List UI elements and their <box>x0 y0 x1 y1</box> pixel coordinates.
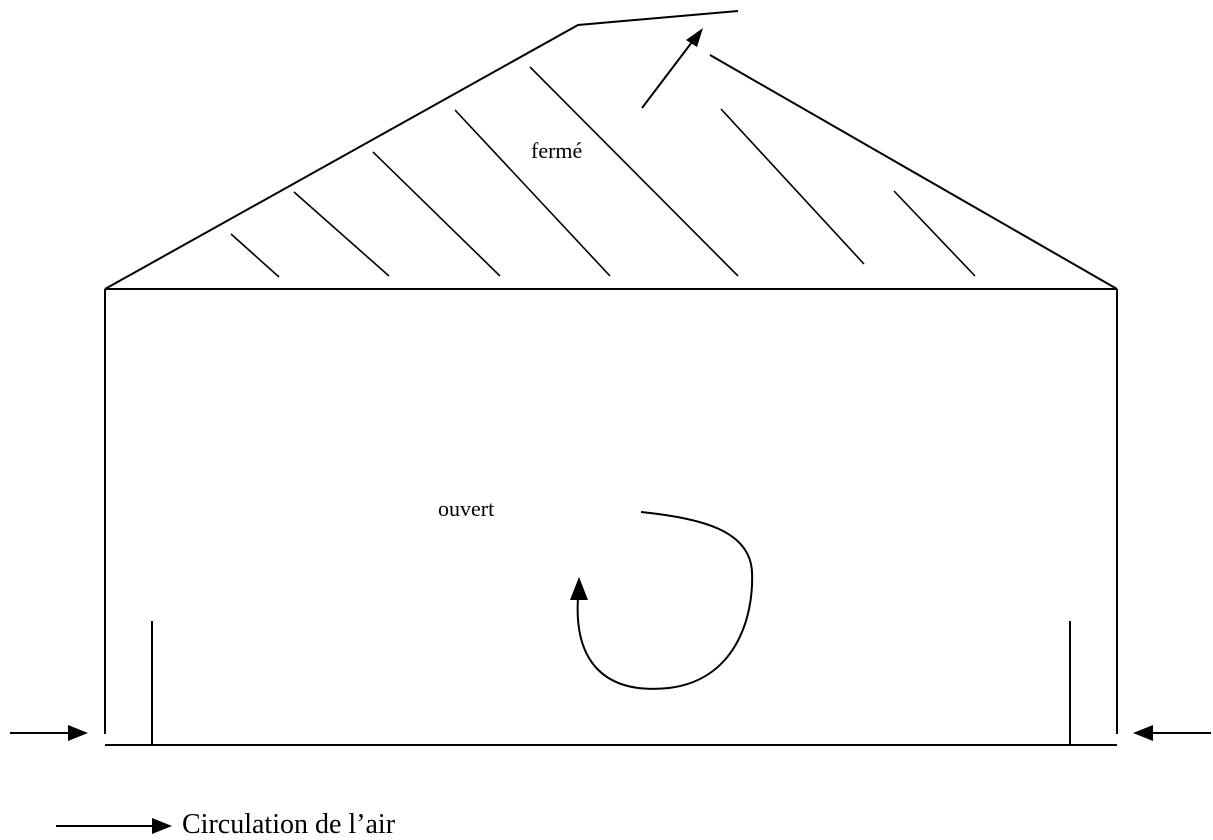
hatch-line <box>454 109 611 277</box>
hatch-line <box>230 233 280 278</box>
legend-arrow-icon <box>56 818 172 834</box>
circulation-arrow-icon <box>570 511 754 690</box>
open-zone-label: ouvert <box>438 496 495 521</box>
hatch-line <box>372 151 501 277</box>
roof-right-slope <box>709 54 1118 290</box>
hatch-line <box>893 190 976 277</box>
building-body <box>104 288 1118 746</box>
left-inlet-arrow-icon <box>10 725 88 741</box>
legend-text: Circulation de l’air <box>182 809 396 840</box>
right-inlet-arrow-icon <box>1133 725 1211 741</box>
roof <box>104 10 1118 290</box>
hatch-line <box>293 191 390 277</box>
roof-hatching <box>230 66 976 278</box>
hatch-line <box>720 108 865 265</box>
roof-left-slope <box>104 10 739 290</box>
closed-zone-label: fermé <box>531 138 583 163</box>
hatch-line <box>529 66 739 277</box>
roof-exhaust-arrow-icon <box>641 28 703 109</box>
